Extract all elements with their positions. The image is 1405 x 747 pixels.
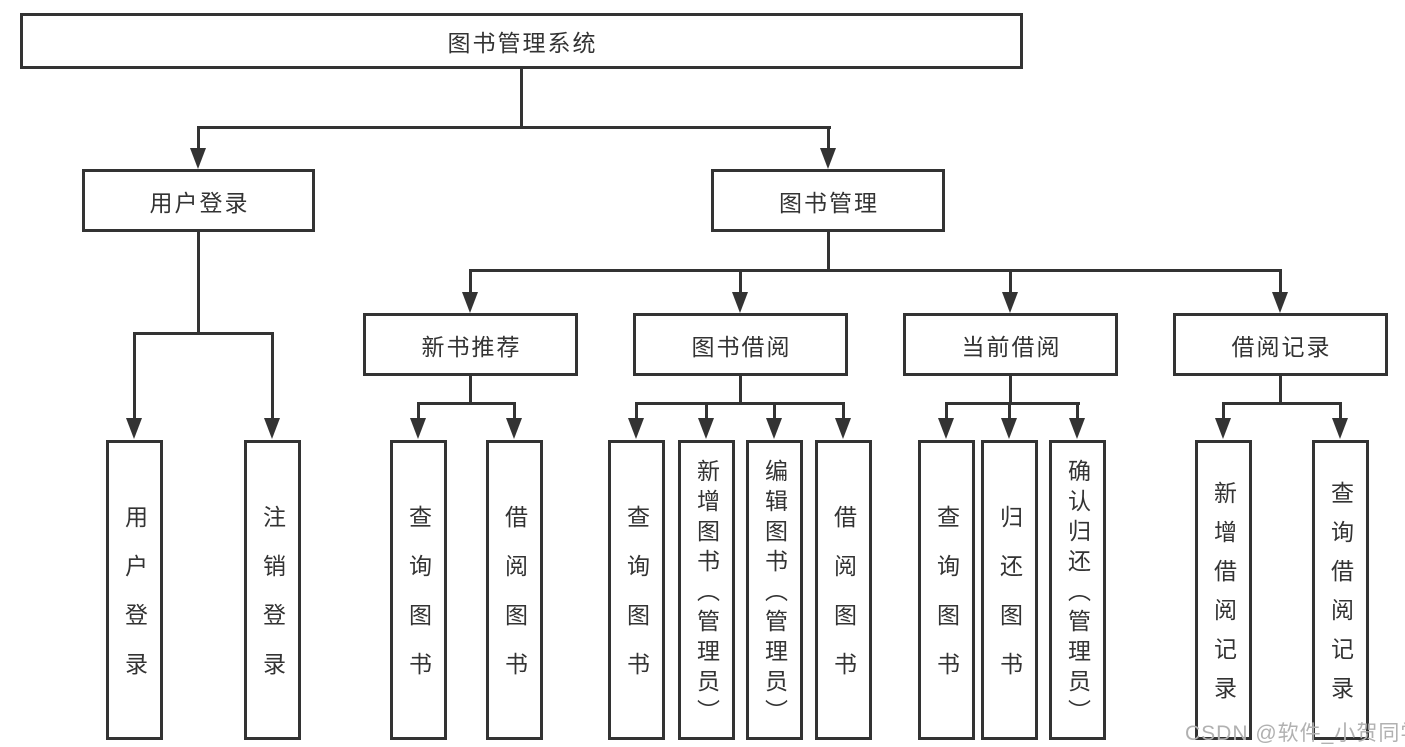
node-user-login-label: 用户登录	[149, 189, 250, 216]
connector-line	[1008, 402, 1011, 419]
connector-line	[1279, 376, 1282, 405]
connector-line	[271, 332, 274, 419]
arrowhead-down-icon	[126, 418, 142, 439]
arrowhead-down-icon	[1002, 292, 1018, 313]
leaf-add-book-admin: 新增图书（管理员）	[678, 440, 735, 740]
arrowhead-down-icon	[506, 418, 522, 439]
leaf-return-book-label: 归还图书	[996, 505, 1023, 701]
node-current-borrowing: 当前借阅	[903, 313, 1118, 376]
connector-line	[417, 402, 516, 405]
connector-line	[1222, 402, 1225, 419]
arrowhead-down-icon	[190, 148, 206, 169]
leaf-query-books-3-label: 查询图书	[933, 505, 960, 701]
connector-line	[842, 402, 845, 419]
node-new-book-recommend-label: 新书推荐	[421, 333, 522, 360]
leaf-query-books-1-label: 查询图书	[405, 505, 432, 701]
node-book-borrowing-label: 图书借阅	[691, 333, 792, 360]
leaf-borrow-books-2: 借阅图书	[815, 440, 872, 740]
leaf-user-login-label: 用户登录	[121, 505, 148, 701]
leaf-logout-label: 注销登录	[259, 505, 286, 701]
connector-line	[827, 126, 830, 150]
leaf-add-book-admin-label: 新增图书（管理员）	[693, 458, 720, 729]
connector-line	[469, 269, 472, 296]
arrowhead-down-icon	[1215, 418, 1231, 439]
connector-line	[133, 332, 274, 335]
leaf-borrow-books-1: 借阅图书	[486, 440, 543, 740]
arrowhead-down-icon	[938, 418, 954, 439]
leaf-edit-book-admin: 编辑图书（管理员）	[746, 440, 803, 740]
leaf-add-borrow-record: 新增借阅记录	[1195, 440, 1252, 740]
node-new-book-recommend: 新书推荐	[363, 313, 578, 376]
watermark: CSDN @软件_小贺同学	[1185, 722, 1405, 745]
connector-line	[705, 402, 708, 419]
connector-line	[635, 402, 845, 405]
leaf-query-borrow-record-label: 查询借阅记录	[1327, 481, 1354, 715]
leaf-query-borrow-record: 查询借阅记录	[1312, 440, 1369, 740]
connector-line	[635, 402, 638, 419]
node-book-management-label: 图书管理	[779, 189, 879, 216]
connector-line	[1009, 269, 1012, 296]
node-library-system-label: 图书管理系统	[447, 30, 598, 56]
leaf-query-books-3: 查询图书	[918, 440, 975, 740]
leaf-confirm-return-admin: 确认归还（管理员）	[1049, 440, 1106, 740]
arrowhead-down-icon	[1272, 292, 1288, 313]
arrowhead-down-icon	[1001, 418, 1017, 439]
connector-line	[1009, 376, 1012, 405]
connector-line	[520, 68, 523, 128]
connector-line	[469, 269, 1282, 272]
node-book-borrowing: 图书借阅	[633, 313, 848, 376]
connector-line	[1076, 402, 1079, 419]
leaf-return-book: 归还图书	[981, 440, 1038, 740]
node-borrowing-records: 借阅记录	[1173, 313, 1388, 376]
connector-line	[197, 126, 200, 150]
leaf-query-books-1: 查询图书	[390, 440, 447, 740]
leaf-query-books-2-label: 查询图书	[623, 505, 650, 701]
connector-line	[469, 376, 472, 405]
connector-line	[1339, 402, 1342, 419]
arrowhead-down-icon	[732, 292, 748, 313]
arrowhead-down-icon	[835, 418, 851, 439]
leaf-confirm-return-admin-label: 确认归还（管理员）	[1064, 458, 1091, 729]
arrowhead-down-icon	[264, 418, 280, 439]
connector-line	[945, 402, 948, 419]
node-library-system: 图书管理系统	[20, 13, 1023, 69]
node-book-management: 图书管理	[711, 169, 945, 232]
connector-line	[739, 376, 742, 405]
arrowhead-down-icon	[462, 292, 478, 313]
arrowhead-down-icon	[1069, 418, 1085, 439]
arrowhead-down-icon	[820, 148, 836, 169]
leaf-add-borrow-record-label: 新增借阅记录	[1210, 481, 1237, 715]
leaf-borrow-books-1-label: 借阅图书	[501, 505, 528, 701]
connector-line	[197, 126, 831, 129]
leaf-edit-book-admin-label: 编辑图书（管理员）	[761, 458, 788, 729]
connector-line	[197, 232, 200, 335]
connector-line	[133, 332, 136, 419]
connector-line	[1279, 269, 1282, 296]
arrowhead-down-icon	[1332, 418, 1348, 439]
arrowhead-down-icon	[698, 418, 714, 439]
node-user-login: 用户登录	[82, 169, 315, 232]
node-borrowing-records-label: 借阅记录	[1231, 333, 1332, 360]
arrowhead-down-icon	[628, 418, 644, 439]
leaf-query-books-2: 查询图书	[608, 440, 665, 740]
leaf-user-login: 用户登录	[106, 440, 163, 740]
connector-line	[945, 402, 1080, 405]
connector-line	[513, 402, 516, 419]
node-current-borrowing-label: 当前借阅	[961, 333, 1062, 360]
connector-line	[827, 232, 830, 272]
arrowhead-down-icon	[410, 418, 426, 439]
leaf-borrow-books-2-label: 借阅图书	[830, 505, 857, 701]
connector-line	[1222, 402, 1342, 405]
connector-line	[739, 269, 742, 296]
connector-line	[773, 402, 776, 419]
leaf-logout: 注销登录	[244, 440, 301, 740]
arrowhead-down-icon	[766, 418, 782, 439]
connector-line	[417, 402, 420, 419]
